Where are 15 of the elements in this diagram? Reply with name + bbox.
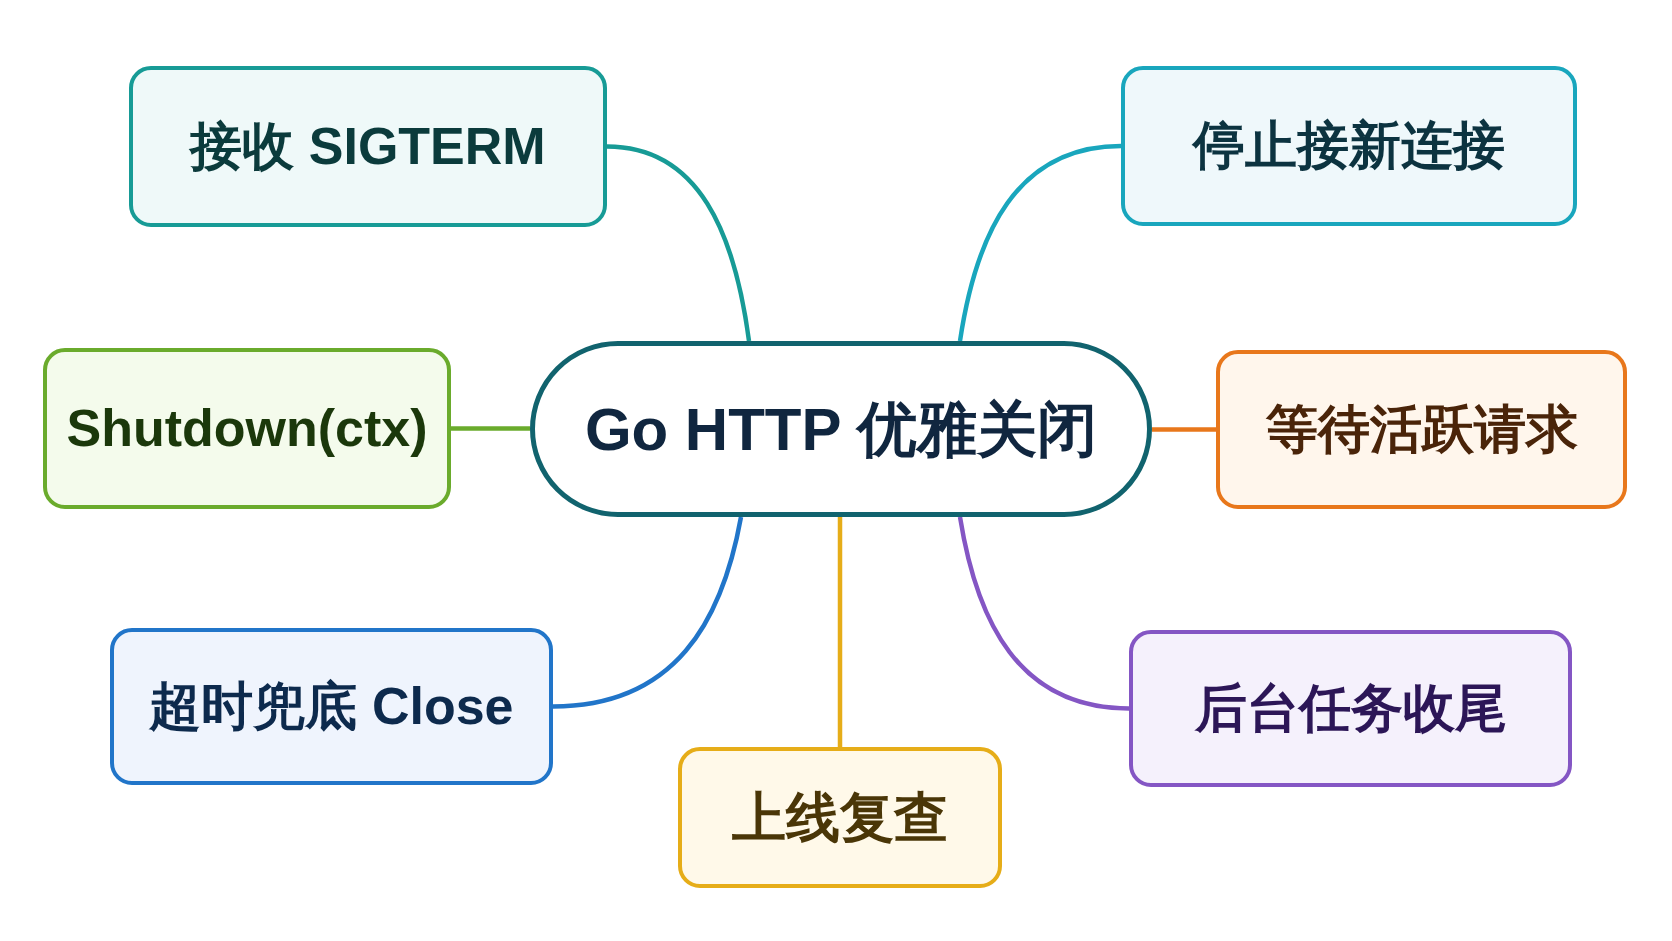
connector-line xyxy=(451,426,530,431)
topic-box: 停止接新连接 xyxy=(1121,66,1577,226)
topic-pill: Go HTTP 优雅关闭 xyxy=(530,341,1152,517)
topic-box: 接收 SIGTERM xyxy=(129,66,607,227)
connector-line xyxy=(957,143,1122,342)
connector-line xyxy=(552,516,744,709)
topic-box: 超时兜底 Close xyxy=(110,628,553,785)
connector-line xyxy=(837,517,843,747)
topic-box: Shutdown(ctx) xyxy=(43,348,451,509)
connector-line xyxy=(606,144,752,342)
connector-line xyxy=(957,516,1130,711)
connector-line xyxy=(1152,427,1216,432)
topic-box: 等待活跃请求 xyxy=(1216,350,1627,509)
topic-box: 上线复查 xyxy=(678,747,1002,888)
topic-box: 后台任务收尾 xyxy=(1129,630,1572,787)
